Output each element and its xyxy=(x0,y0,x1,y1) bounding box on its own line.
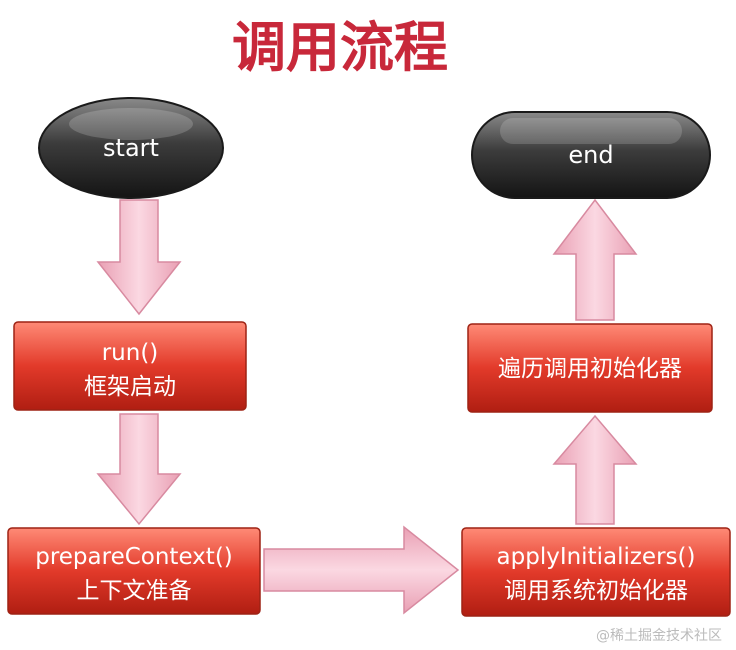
prepare-label-desc: 上下文准备 xyxy=(77,578,192,604)
run-node: run() 框架启动 xyxy=(13,321,247,411)
end-node: end xyxy=(471,111,711,199)
apply-label-method: applyInitializers() xyxy=(497,544,696,570)
arrow-apply-to-iterate xyxy=(552,414,638,525)
prepare-label-method: prepareContext() xyxy=(35,544,233,570)
arrow-prepare-to-apply xyxy=(263,525,460,615)
run-label-method: run() xyxy=(102,340,159,366)
apply-node: applyInitializers() 调用系统初始化器 xyxy=(461,527,731,617)
watermark: @稀土掘金技术社区 xyxy=(596,628,722,644)
iterate-label: 遍历调用初始化器 xyxy=(498,356,682,382)
arrow-iterate-to-end xyxy=(552,198,638,321)
arrow-start-to-run xyxy=(96,199,182,316)
apply-label-desc: 调用系统初始化器 xyxy=(504,578,688,604)
diagram-title: 调用流程 xyxy=(232,16,448,79)
run-label-desc: 框架启动 xyxy=(84,374,176,400)
prepare-node: prepareContext() 上下文准备 xyxy=(7,527,261,615)
start-label: start xyxy=(103,134,159,162)
arrow-run-to-prepare xyxy=(96,413,182,526)
end-label: end xyxy=(568,141,613,169)
iterate-node: 遍历调用初始化器 xyxy=(467,323,713,413)
start-node: start xyxy=(38,97,224,199)
